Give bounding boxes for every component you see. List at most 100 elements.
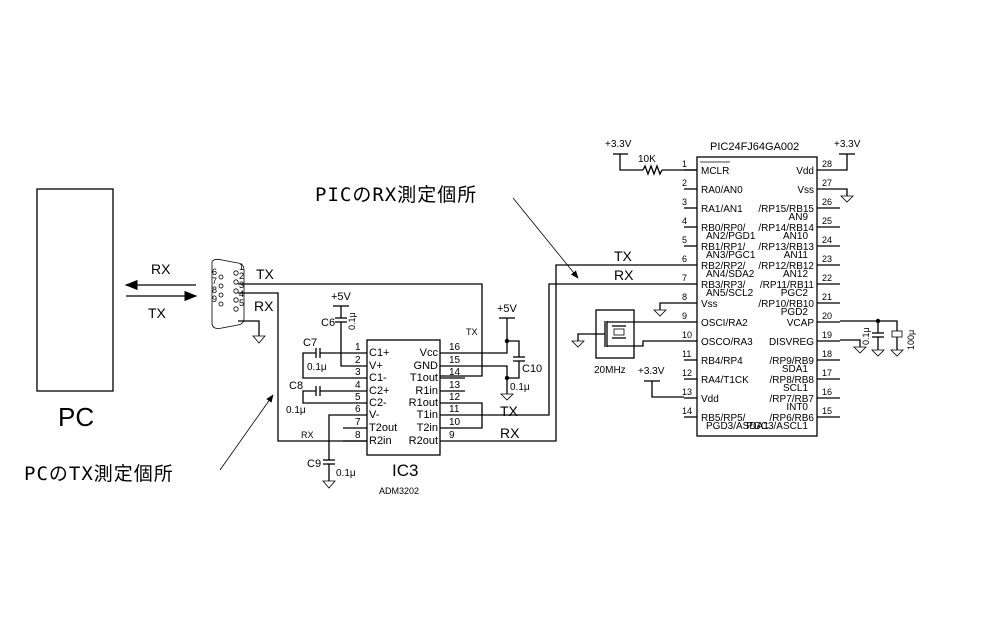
ground-icon	[571, 340, 585, 348]
annotations: PICのRX測定個所 PCのTX測定個所	[24, 184, 579, 485]
resistor-icon	[642, 164, 663, 176]
pic-pin-name-2: INT0	[786, 402, 808, 413]
c10-supply-label: +5V	[497, 303, 518, 315]
pic-pin-num: 14	[682, 406, 692, 416]
ic3-pin-name: GND	[414, 360, 439, 372]
pic-pin-name: Vdd	[701, 394, 719, 405]
ic3-pin-num: 16	[449, 342, 461, 353]
pic-pin-name-2: AN3/PGC1	[706, 250, 756, 261]
pic-pin-num: 10	[682, 330, 692, 340]
pic-pin-name: RB0/RP0/	[701, 223, 746, 234]
db9-pin-7: 7	[212, 276, 217, 286]
ic3-pin-num: 5	[355, 392, 361, 403]
pic-pin-name-2: PGD2	[781, 307, 809, 318]
ground-icon	[871, 349, 885, 357]
pic-pin-name: Vss	[797, 185, 814, 196]
pic-pin-name-2: PGC3/ASCL1	[746, 421, 808, 432]
pic-pin-name: /RP12/RB12	[758, 261, 814, 272]
db9-pin-4: 4	[239, 289, 244, 299]
pic-pin-name-2: AN12	[783, 269, 808, 280]
ground-icon	[252, 335, 266, 344]
pic-pin-num: 26	[822, 197, 832, 207]
ic3-pin-num: 14	[449, 367, 461, 378]
ic3-pin-num: 9	[449, 430, 455, 441]
db9-shell	[211, 258, 245, 329]
pic-pin-name: RB1/RP1/	[701, 242, 746, 253]
pic-pin-name: RB5/RP5/	[701, 413, 746, 424]
pic-mclr-pullup: +3.3V 10K	[605, 139, 697, 176]
c8-label: C8	[289, 380, 303, 392]
pc-tx-arrow	[219, 394, 274, 471]
pic-pin-num: 4	[682, 216, 687, 226]
ic3-pin-name: R1in	[415, 385, 438, 397]
ic3-pin-name: C2+	[369, 385, 390, 397]
pic-chip: PIC24FJ64GA002 1MCLR2RA0/AN03RA1/AN14RB0…	[682, 141, 840, 437]
ic3-pin-name: R1out	[409, 397, 438, 409]
mclr-resistor-label: 10K	[638, 154, 656, 165]
ic3-pin-num: 7	[355, 417, 361, 428]
pic-pin-name: RB2/RP2/	[701, 261, 746, 272]
c10-value: 0.1μ	[510, 382, 530, 393]
db9-pin-2: 2	[239, 271, 244, 281]
ground-icon	[500, 393, 514, 401]
db9-pins	[218, 270, 239, 312]
pic-body	[696, 156, 818, 437]
ic3-left-pin-stubs	[343, 352, 367, 442]
supply-label-left: +3.3V	[605, 139, 632, 150]
pic-pin-name: RA4/T1CK	[701, 375, 749, 386]
pic-pin-name-2: PGC2	[781, 288, 809, 299]
ic3-name: IC3	[392, 461, 418, 480]
wire-db9-rx	[238, 292, 367, 442]
pc-link: RX TX	[124, 261, 198, 321]
pic-pin-name: Vss	[701, 299, 718, 310]
ic3-pin-num: 3	[355, 367, 361, 378]
crystal-icon	[613, 328, 625, 336]
pic-rx-measure-annotation: PICのRX測定個所	[315, 184, 477, 206]
pic-pin-num: 3	[682, 197, 687, 207]
ground-icon	[653, 309, 667, 317]
db9-tx-label: TX	[256, 266, 275, 282]
pic-pin-name: /RP7/RB7	[770, 394, 815, 405]
ic3-tx-net-small: TX	[466, 327, 478, 337]
pic-pin-name: VCAP	[787, 318, 815, 329]
pic-pin-num: 21	[822, 292, 832, 302]
pic-pin-name-2: PGD3/ASDA1	[706, 421, 769, 432]
ic3-caps: +5V C6 0.1μ C7 0.1μ C8 0.1μ C9 0.1μ	[286, 291, 357, 489]
pic-pin-num: 17	[822, 368, 832, 378]
pic-vdd13: +3.3V	[638, 366, 684, 398]
pic-vss8-ground	[653, 302, 684, 317]
pic-right-power: +3.3V	[834, 139, 861, 203]
pic-pin-num: 24	[822, 235, 832, 245]
pic-pin-name: RB3/RP3/	[701, 280, 746, 291]
supply-label-vdd13: +3.3V	[638, 366, 665, 377]
c7-value: 0.1μ	[307, 362, 327, 373]
pic-pin-name: OSCO/RA3	[701, 337, 753, 348]
pic-pin-num: 28	[822, 159, 832, 169]
pic-pin-name-2: AN4/SDA2	[706, 269, 755, 280]
c9-value: 0.1μ	[336, 468, 356, 479]
pic-pin-num: 6	[682, 254, 687, 264]
vcap-electrolytic-value: 100μ	[906, 330, 916, 350]
pic-pin-name-2: AN2/PGD1	[706, 231, 756, 242]
ic3-chip: C1+ V+ C1- C2+ C2- V- T2out R2in Vcc GND…	[301, 327, 478, 496]
pic-pin-num: 23	[822, 254, 832, 264]
c9-label: C9	[307, 458, 321, 470]
ic3-tx-net-label: TX	[500, 403, 519, 419]
db9-pin-3: 3	[239, 280, 244, 290]
pic-pin-num: 19	[822, 330, 832, 340]
c7-label: C7	[303, 337, 317, 349]
pic-pin-name: /RP14/RB14	[758, 223, 814, 234]
ic3-pin-num: 8	[355, 430, 361, 441]
pic-pin-name: RB4/RP4	[701, 356, 743, 367]
pic-pin-num: 15	[822, 406, 832, 416]
pic-pin-name: /RP10/RB10	[758, 299, 814, 310]
electrolytic-cap-icon	[891, 330, 903, 338]
db9-rx-label: RX	[254, 298, 274, 314]
db9-wiring	[238, 283, 483, 442]
ic3-pin-num: 13	[449, 380, 461, 391]
pic-pin-num: 27	[822, 178, 832, 188]
uart-nets: TX RX TX RX	[465, 248, 684, 442]
pic-pin-num: 9	[682, 311, 687, 321]
crystal-oscillator: 20MHz	[571, 309, 684, 376]
pc-box	[36, 188, 114, 392]
